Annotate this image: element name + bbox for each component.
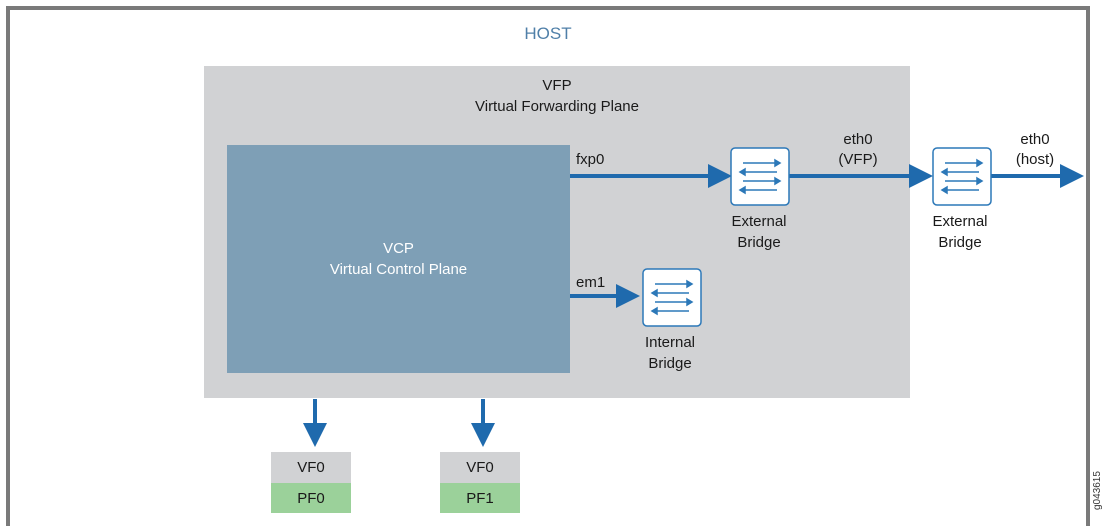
external-bridge-1-label: External Bridge xyxy=(709,211,809,253)
internal-bridge-icon xyxy=(642,268,702,327)
external-bridge-1-icon xyxy=(730,147,790,206)
external-bridge-1-line2: Bridge xyxy=(737,234,781,251)
vcp-box xyxy=(227,145,570,373)
vcp-name: VCP xyxy=(383,240,414,257)
vf0-cell-2: VF0 xyxy=(440,452,520,483)
host-title: HOST xyxy=(524,24,572,43)
vcp-subtitle: Virtual Control Plane xyxy=(329,261,468,278)
vfp-subtitle: Virtual Forwarding Plane xyxy=(475,98,639,115)
port-eth0-host-line1: eth0 xyxy=(1020,131,1050,148)
port-em1-label: em1 xyxy=(576,274,606,291)
internal-bridge-label: Internal Bridge xyxy=(620,332,720,374)
external-bridge-2-label: External Bridge xyxy=(910,211,1010,253)
vf0-cell-1: VF0 xyxy=(271,452,351,483)
external-bridge-2-line2: Bridge xyxy=(938,234,982,251)
external-bridge-2-line1: External xyxy=(932,213,988,230)
host-boundary xyxy=(6,6,1090,526)
pf0-cell: PF0 xyxy=(271,483,351,513)
external-bridge-1-line1: External xyxy=(731,213,787,230)
external-bridge-2-icon xyxy=(932,147,992,206)
port-eth0-vfp-line2: (VFP) xyxy=(838,151,878,168)
port-eth0-host-line2: (host) xyxy=(1015,151,1055,168)
pf1-cell: PF1 xyxy=(440,483,520,513)
internal-bridge-line1: Internal xyxy=(644,334,696,351)
vfp-name: VFP xyxy=(542,77,572,94)
internal-bridge-line2: Bridge xyxy=(648,355,692,372)
port-fxp0-label: fxp0 xyxy=(576,151,605,168)
port-eth0-vfp-line1: eth0 xyxy=(843,131,873,148)
